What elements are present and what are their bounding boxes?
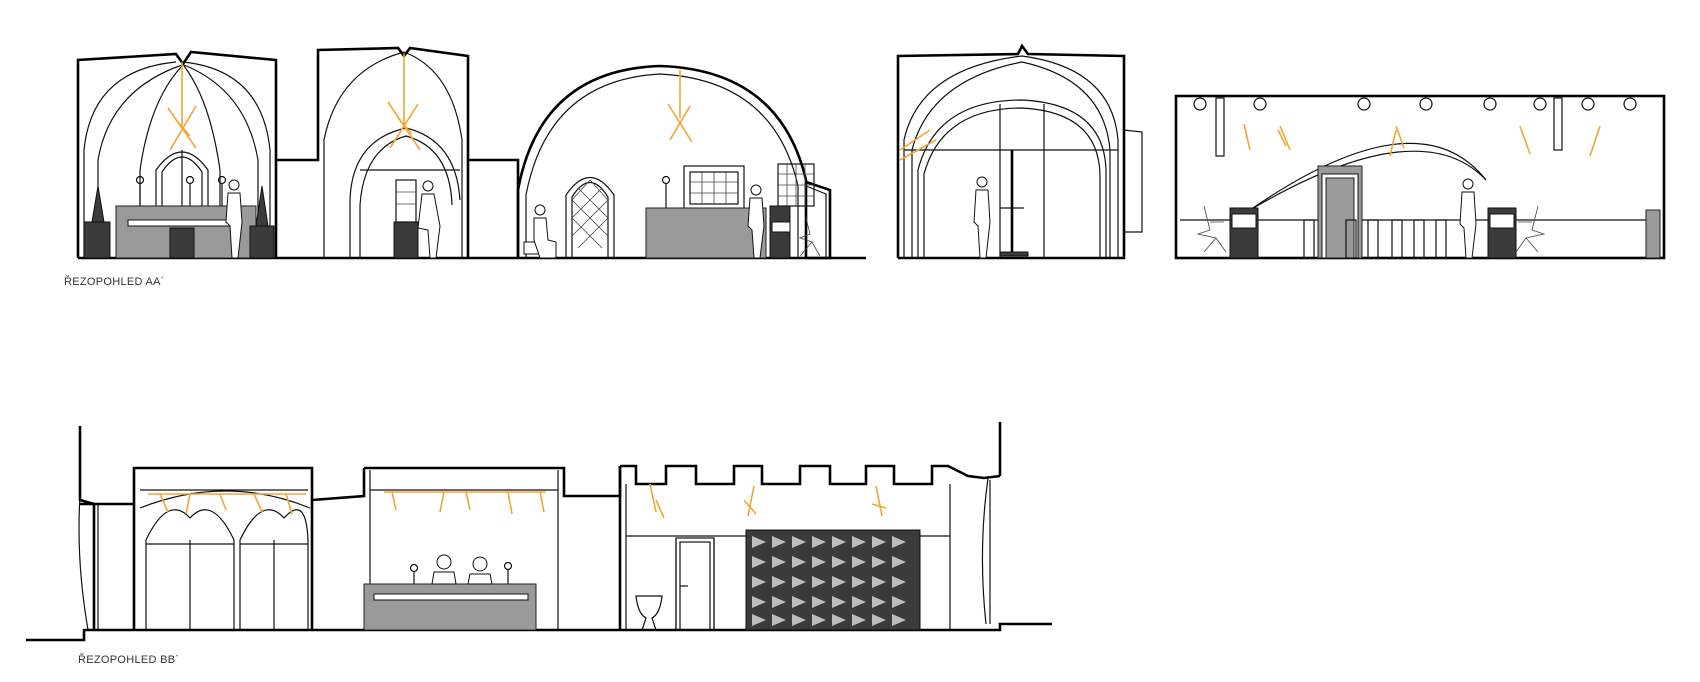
office-chair-icon: [1515, 205, 1546, 253]
person-silhouette-icon: [747, 184, 765, 259]
pendant-light-icon: [384, 491, 546, 515]
section-aa-part-3: [1174, 94, 1666, 260]
section-aa-part-2: [896, 43, 1143, 260]
person-silhouette-icon: [225, 179, 243, 259]
counter: [363, 583, 537, 631]
pendant-light-icon: [148, 493, 306, 515]
pendant-light-icon: [649, 483, 887, 519]
person-silhouette-icon: [973, 176, 991, 259]
pendant-light-icon: [167, 62, 197, 151]
section-aa-caption: ŘEZOPOHLED AA´: [64, 276, 165, 288]
pendant-light-icon: [387, 54, 421, 151]
pendant-light-icon: [899, 129, 937, 161]
section-bb: [26, 422, 1052, 642]
office-chair-icon: [1196, 205, 1227, 253]
person-silhouette-icon: [417, 180, 441, 259]
person-silhouette-icon: [533, 204, 557, 259]
person-silhouette-icon: [1459, 178, 1477, 259]
pendant-light-icon: [1243, 123, 1601, 157]
section-bb-caption: ŘEZOPOHLED BB´: [78, 654, 180, 666]
section-aa-part-1: [76, 46, 866, 260]
pendant-light-icon: [667, 70, 693, 143]
